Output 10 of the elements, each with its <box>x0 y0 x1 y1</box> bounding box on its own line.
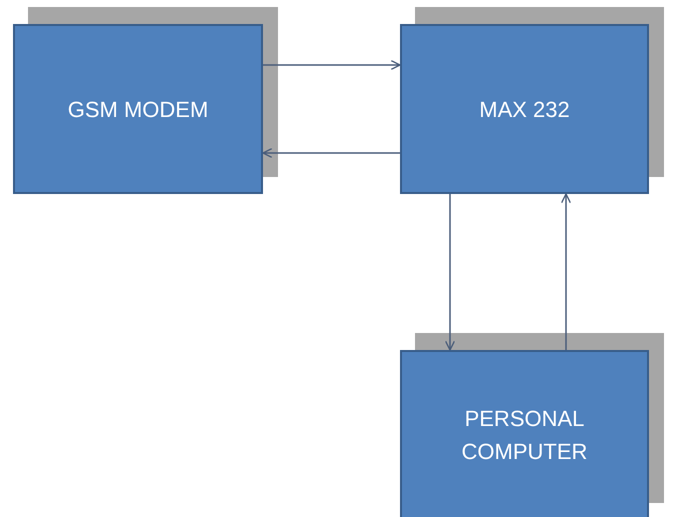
arrow <box>560 193 572 350</box>
box-label: PERSONAL COMPUTER <box>460 405 588 466</box>
box-label: GSM MODEM <box>66 96 210 124</box>
arrow <box>263 60 401 70</box>
arrow <box>444 194 456 351</box>
box-label: MAX 232 <box>478 96 571 124</box>
process-box <box>13 24 263 194</box>
process-box <box>400 24 649 194</box>
arrow <box>262 148 400 158</box>
process-box <box>400 350 649 517</box>
